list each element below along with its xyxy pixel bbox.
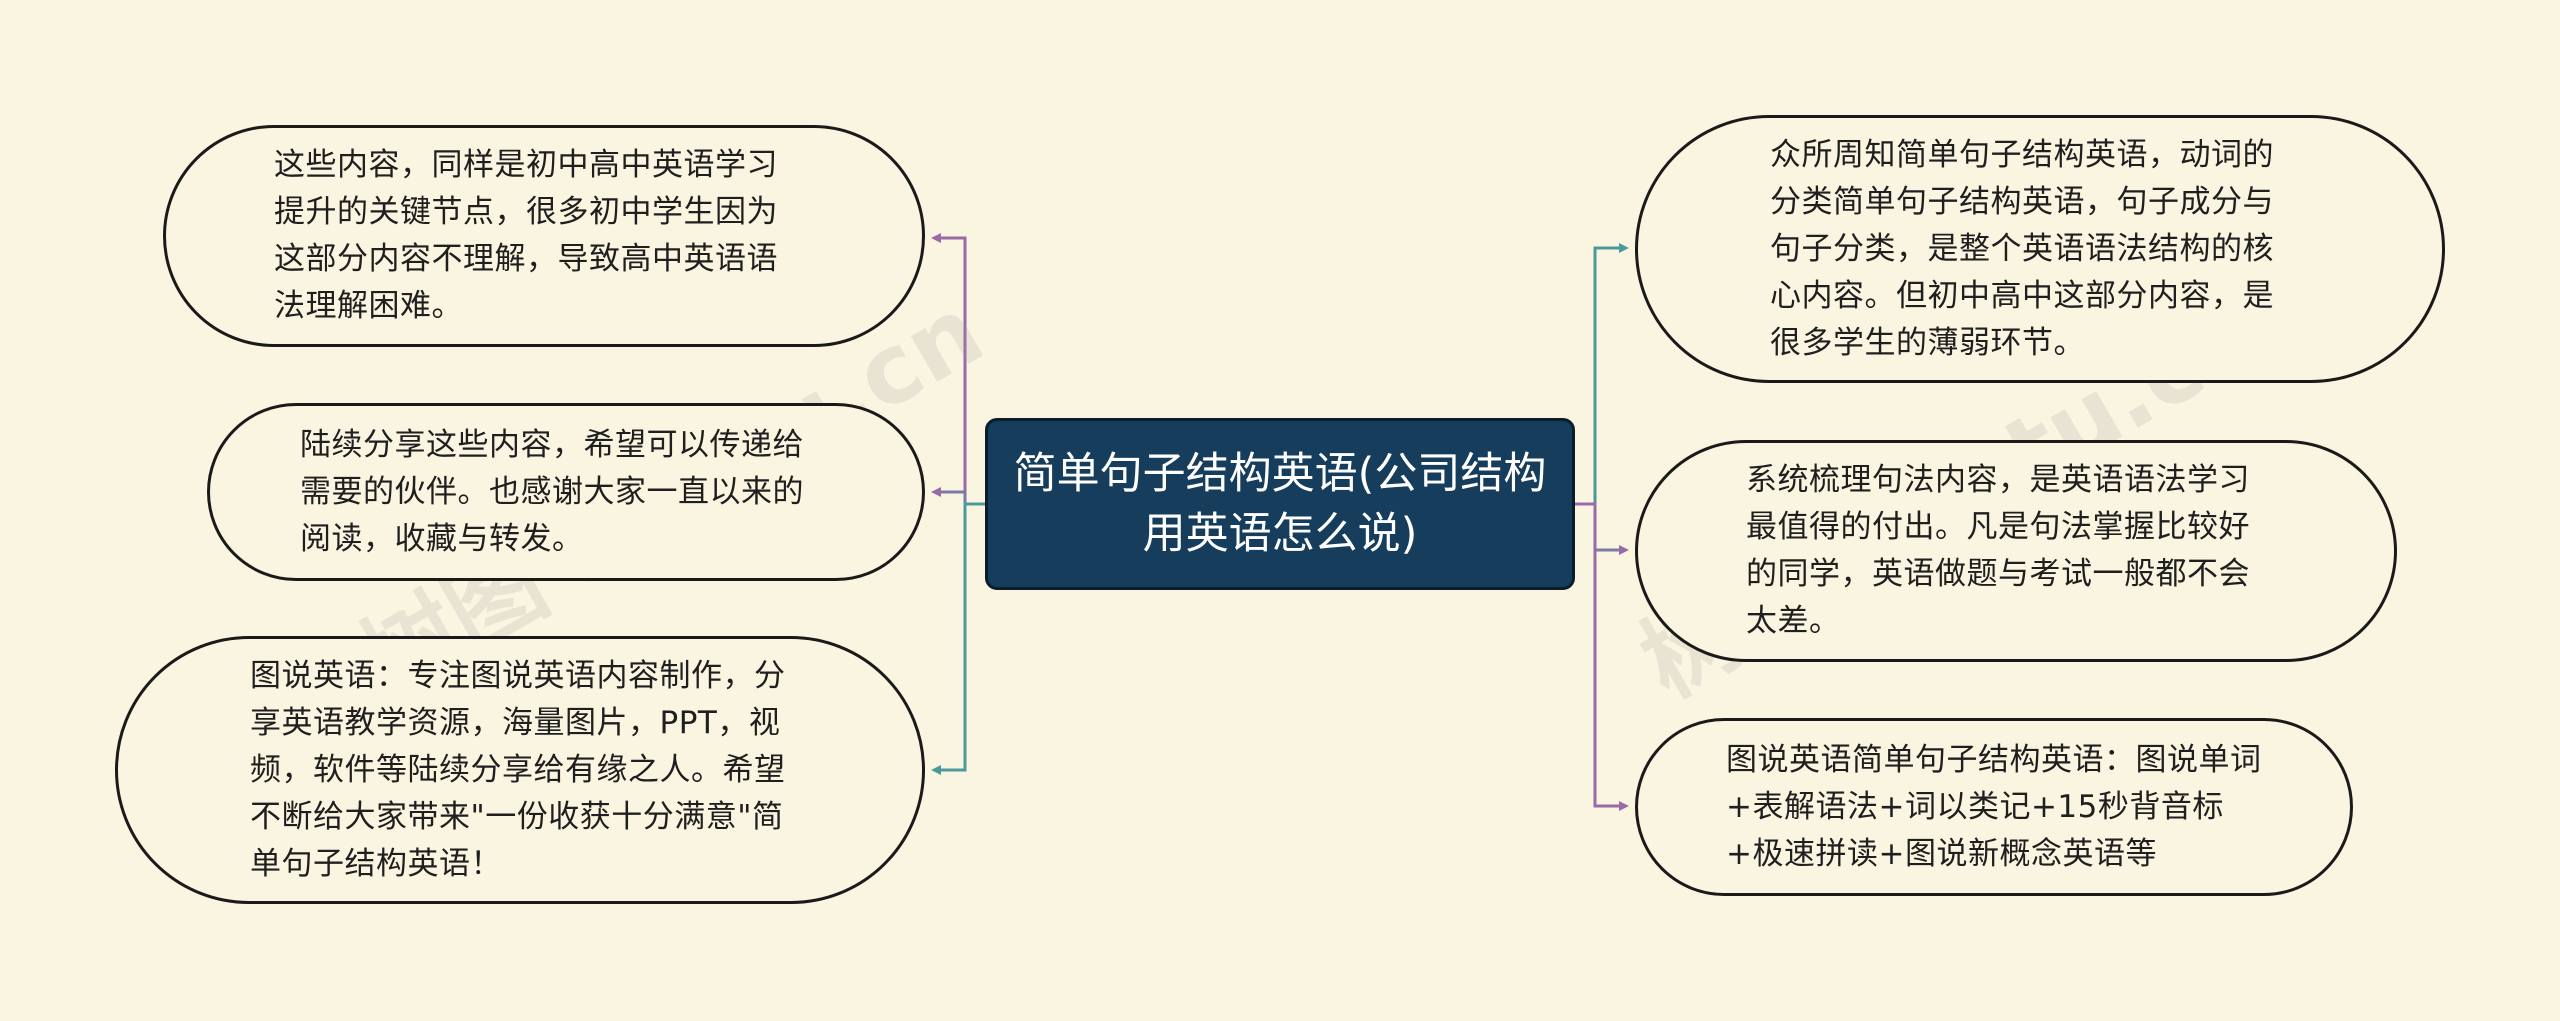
left-node-3-text: 图说英语：专注图说英语内容制作，分享英语教学资源，海量图片，PPT，视频，软件等…: [250, 657, 786, 882]
link-right-3: [1575, 502, 1629, 811]
link-left-2: [931, 487, 985, 506]
left-node-2-text: 陆续分享这些内容，希望可以传递给需要的伙伴。也感谢大家一直以来的阅读，收藏与转发…: [300, 426, 804, 557]
right-node-3[interactable]: 图说英语简单句子结构英语：图说单词+表解语法+词以类记+15秒背音标+极速拼读+…: [1635, 718, 2353, 896]
right-node-2[interactable]: 系统梳理句法内容，是英语语法学习最值得的付出。凡是句法掌握比较好的同学，英语做题…: [1635, 440, 2397, 662]
link-left-3: [931, 502, 985, 775]
left-node-1[interactable]: 这些内容，同样是初中高中英语学习提升的关键节点，很多初中学生因为这部分内容不理解…: [163, 125, 925, 347]
right-node-3-text: 图说英语简单句子结构英语：图说单词+表解语法+词以类记+15秒背音标+极速拼读+…: [1726, 741, 2262, 872]
link-left-1: [931, 233, 985, 506]
left-node-2[interactable]: 陆续分享这些内容，希望可以传递给需要的伙伴。也感谢大家一直以来的阅读，收藏与转发…: [207, 403, 925, 581]
right-node-2-text: 系统梳理句法内容，是英语语法学习最值得的付出。凡是句法掌握比较好的同学，英语做题…: [1746, 462, 2250, 639]
left-node-1-text: 这些内容，同样是初中高中英语学习提升的关键节点，很多初中学生因为这部分内容不理解…: [274, 147, 778, 324]
left-node-3[interactable]: 图说英语：专注图说英语内容制作，分享英语教学资源，海量图片，PPT，视频，软件等…: [115, 636, 925, 904]
right-node-1[interactable]: 众所周知简单句子结构英语，动词的分类简单句子结构英语，句子成分与句子分类，是整个…: [1635, 115, 2445, 383]
link-right-2: [1575, 502, 1629, 555]
link-right-1: [1575, 243, 1629, 506]
right-node-1-text: 众所周知简单句子结构英语，动词的分类简单句子结构英语，句子成分与句子分类，是整个…: [1770, 136, 2274, 361]
central-topic-title: 简单句子结构英语(公司结构用英语怎么说): [1013, 449, 1547, 559]
central-topic-node[interactable]: 简单句子结构英语(公司结构用英语怎么说): [985, 418, 1575, 590]
